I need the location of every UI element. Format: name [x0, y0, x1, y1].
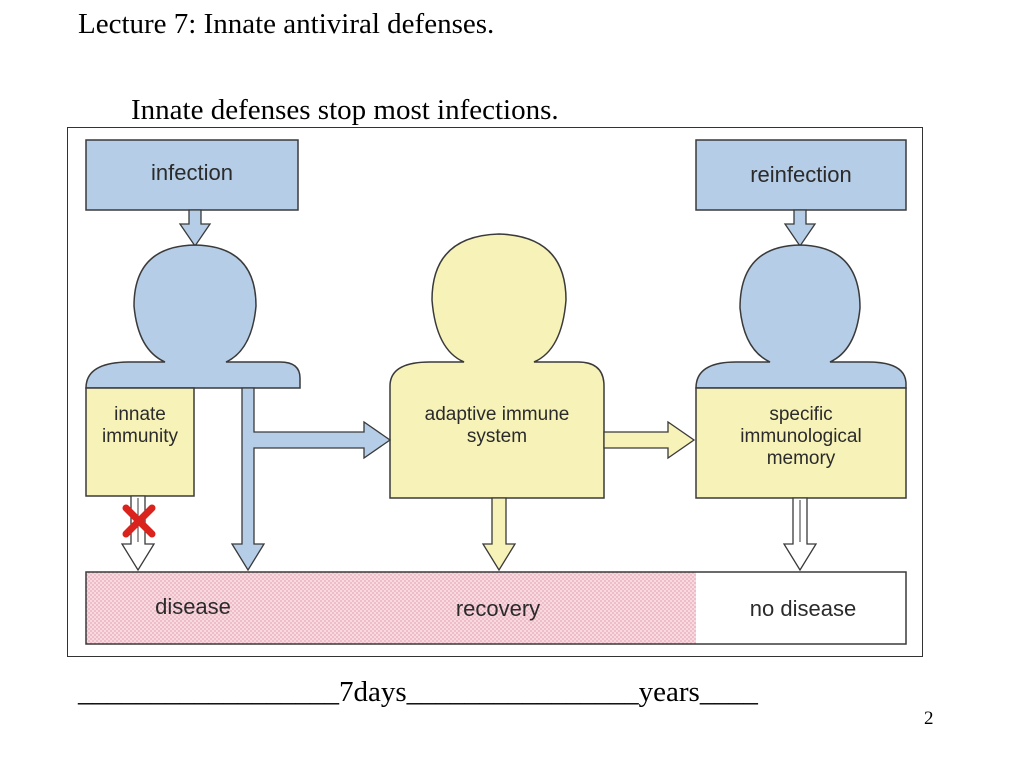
infection-to-disease-arrow [230, 387, 392, 572]
innate-person-figure [85, 244, 301, 497]
page-number: 2 [924, 708, 934, 729]
reinfection-label: reinfection [750, 162, 852, 187]
reinfection-down-arrow [783, 209, 817, 248]
recovery-label: recovery [455, 596, 541, 621]
specific-memory-label: specific immunological memory [740, 404, 862, 469]
adaptive-person-figure [389, 233, 605, 499]
immune-response-diagram: infection reinfection innate immunity ad… [67, 127, 923, 657]
reinfection-box [695, 139, 907, 211]
disease-label: disease [155, 594, 231, 619]
slide-subtitle: Innate defenses stop most infections. [131, 94, 559, 126]
block-cross-icon [122, 504, 156, 538]
no-disease-label: no disease [749, 596, 857, 621]
adaptive-immune-system-label: adaptive immune system [424, 404, 570, 447]
adaptive-to-memory-arrow [603, 420, 696, 460]
infection-down-arrow [178, 209, 212, 248]
infection-box [85, 139, 299, 211]
memory-person-figure [695, 244, 907, 499]
outcome-bar [85, 571, 907, 645]
adaptive-to-recovery-arrow [481, 497, 517, 572]
innate-immunity-label: innate immunity [101, 404, 178, 447]
infection-label: infection [151, 160, 233, 185]
slide-title: Lecture 7: Innate antiviral defenses. [78, 8, 495, 40]
diagram-graphics [85, 139, 907, 645]
timeline-line: __________________7days________________y… [78, 676, 758, 708]
